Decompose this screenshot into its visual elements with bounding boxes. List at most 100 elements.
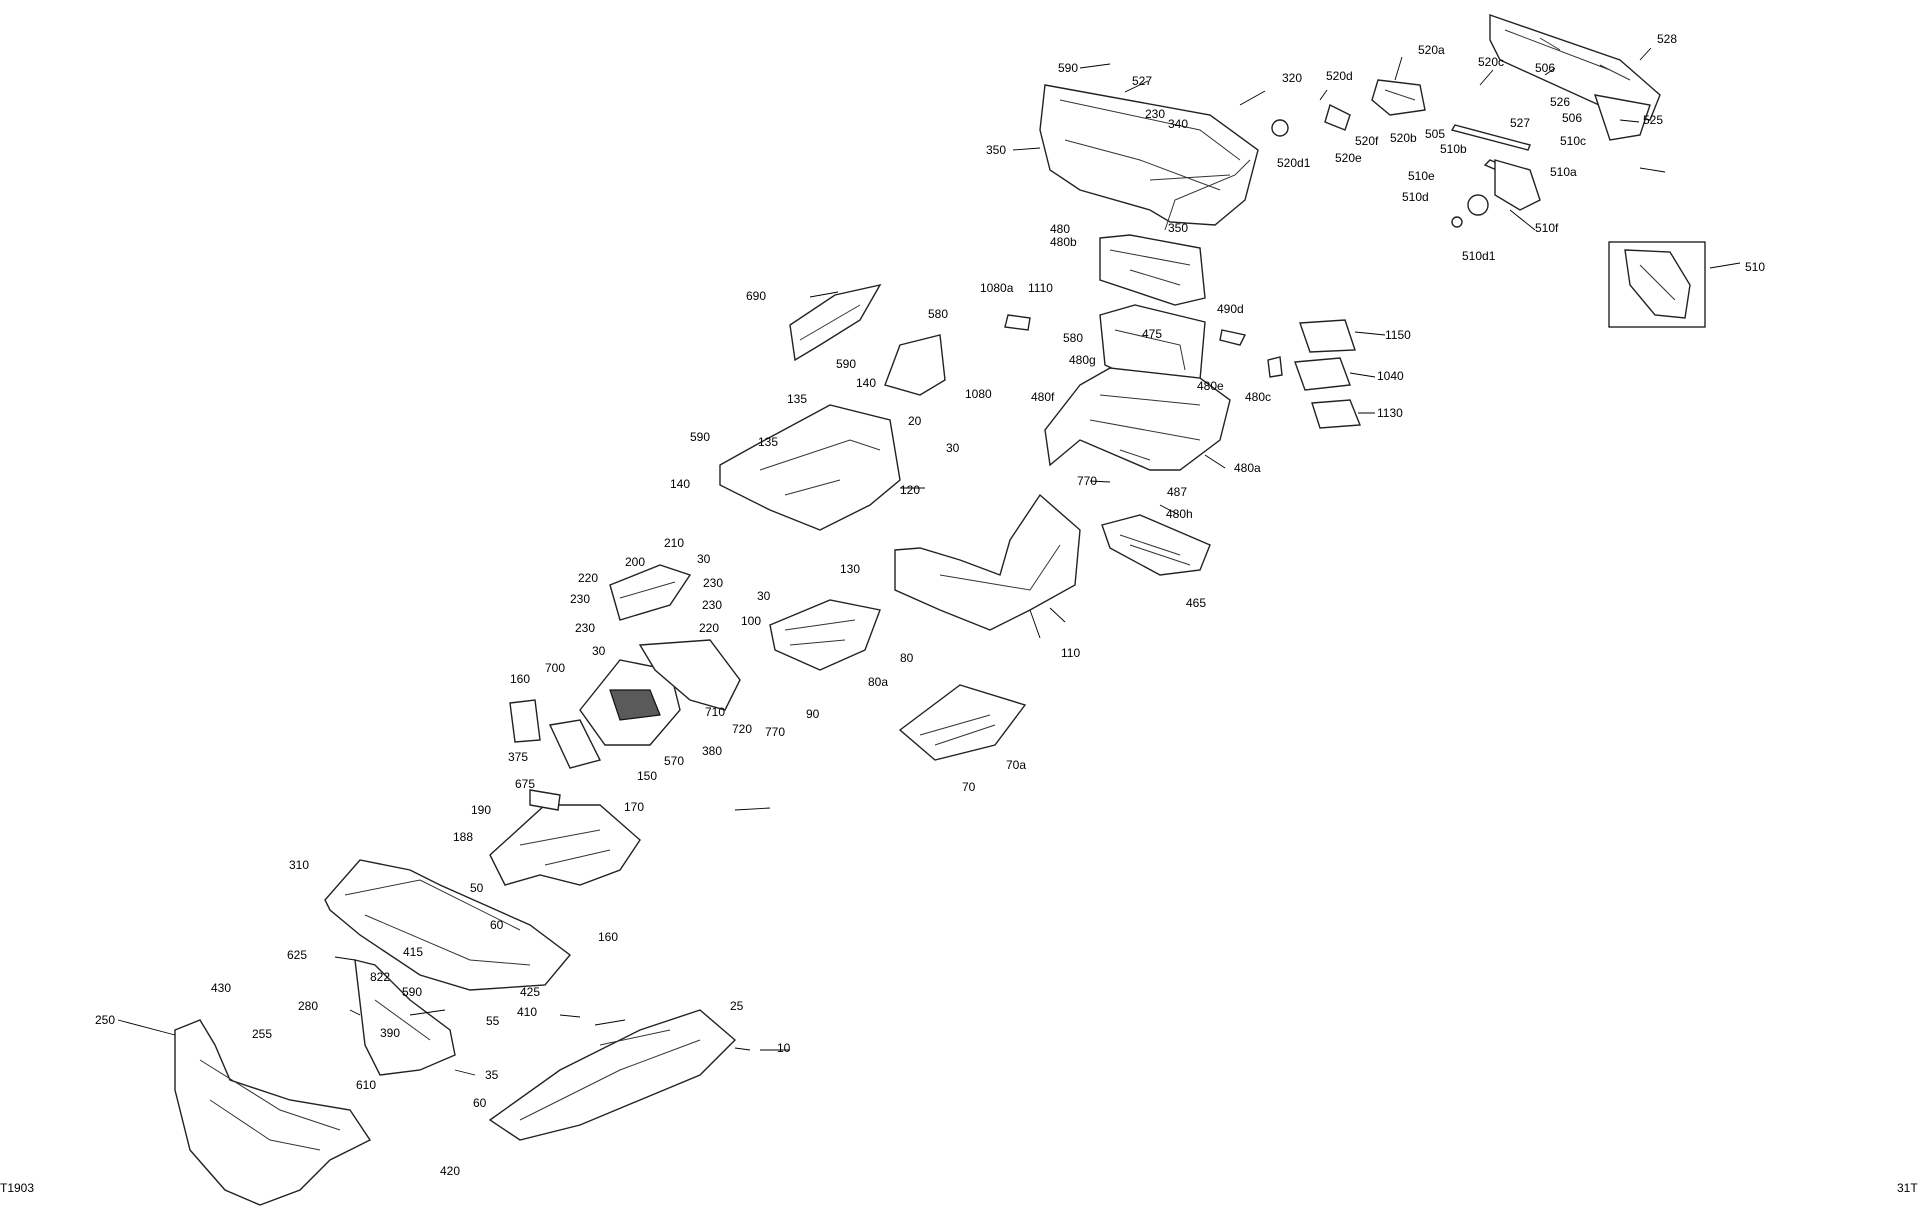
part-rear-light: [1271, 103, 1541, 228]
callout-label: 527: [1510, 116, 1530, 130]
part-console-bracket: [609, 564, 692, 621]
callout-label: 487: [1167, 485, 1187, 499]
callout-label: 130: [840, 562, 860, 576]
part-rear-footrest: [1101, 514, 1211, 576]
corner-code-right: 31T: [1897, 1181, 1918, 1195]
corner-code-left: T1903: [0, 1181, 34, 1195]
callout-label: 80: [900, 651, 914, 665]
callout-label: 55: [486, 1014, 500, 1028]
callout-label: 70: [962, 780, 976, 794]
callout-label: 420: [440, 1164, 460, 1178]
callout-label: 710: [705, 705, 725, 719]
callout-label: 520f: [1355, 134, 1379, 148]
callout-label: 1150: [1385, 328, 1411, 342]
callout-label: 520d1: [1277, 156, 1311, 170]
callout-label: 80a: [868, 675, 888, 689]
part-skid-plate: [488, 1009, 737, 1141]
callout-label: 170: [624, 800, 644, 814]
callout-label: 1080a: [980, 281, 1014, 295]
callout-label: 160: [598, 930, 618, 944]
callout-label: 70a: [1006, 758, 1026, 772]
callout-label: 490d: [1217, 302, 1244, 316]
part-footwell: [894, 493, 1081, 631]
callout-label: 250: [95, 1013, 115, 1027]
callout-label: 525: [1643, 113, 1663, 127]
callout-label: 510f: [1535, 221, 1559, 235]
callout-label: 190: [471, 803, 491, 817]
callout-label: 430: [211, 981, 231, 995]
callout-label: 30: [757, 589, 771, 603]
callout-label: 150: [637, 769, 657, 783]
callout-label: 415: [403, 945, 423, 959]
callout-label: 410: [517, 1005, 537, 1019]
part-front-bumper: [174, 1019, 372, 1206]
callout-label: 210: [664, 536, 684, 550]
callout-label: 110: [1061, 646, 1080, 660]
part-rear-fender: [719, 404, 901, 531]
callout-label: 350: [1168, 221, 1188, 235]
callout-label: 1130: [1377, 406, 1403, 420]
part-rear-storage: [1044, 367, 1231, 471]
callout-label: 20: [908, 414, 922, 428]
callout-label: 465: [1186, 596, 1206, 610]
callout-label: 135: [787, 392, 807, 406]
callout-label: 340: [1168, 117, 1188, 131]
callout-label: 580: [928, 307, 948, 321]
callout-label: 220: [578, 571, 598, 585]
callout-label: 160: [510, 672, 530, 686]
callout-label: 480b: [1050, 235, 1077, 249]
callout-label: 480c: [1245, 390, 1271, 404]
part-rear-fascia: [1489, 14, 1661, 141]
callout-label: 35: [485, 1068, 499, 1082]
part-battery-tray: [769, 599, 881, 671]
callout-label: 50: [470, 881, 484, 895]
callout-label: 90: [806, 707, 820, 721]
callout-label: 230: [702, 598, 722, 612]
part-side-panel: [789, 283, 946, 396]
callout-label: 580: [1063, 331, 1083, 345]
callout-label: 480f: [1031, 390, 1055, 404]
callout-label: 625: [287, 948, 307, 962]
callout-label: 510a: [1550, 165, 1577, 179]
callout-label: 310: [289, 858, 309, 872]
callout-label: 140: [670, 477, 690, 491]
callout-label: 230: [575, 621, 595, 635]
callout-label: 1040: [1377, 369, 1404, 383]
callout-label: 520b: [1390, 131, 1417, 145]
part-inset-lamp: [1608, 241, 1706, 328]
part-hinges: [1004, 314, 1283, 378]
callout-label: 510c: [1560, 134, 1586, 148]
callout-label: 520a: [1418, 43, 1445, 57]
callout-labels: 590 527 320 520d 520a 520c 528 506 526 5…: [95, 32, 1765, 1178]
callout-label: 10: [777, 1041, 791, 1055]
leader-lines: [117, 47, 1741, 1076]
part-front-cover: [579, 639, 741, 746]
callout-label: 675: [515, 777, 535, 791]
callout-label: 526: [1550, 95, 1570, 109]
callout-label: 506: [1535, 61, 1555, 75]
callout-label: 480e: [1197, 379, 1224, 393]
callout-label: 570: [664, 754, 684, 768]
callout-label: 505: [1425, 127, 1445, 141]
callout-label: 30: [592, 644, 606, 658]
callout-label: 390: [380, 1026, 400, 1040]
callout-label: 506: [1562, 111, 1582, 125]
part-rear-rack: [1039, 84, 1259, 231]
part-mats: [1294, 319, 1362, 429]
callout-label: 230: [1145, 107, 1165, 121]
callout-label: 100: [741, 614, 761, 628]
callout-label: 230: [703, 576, 723, 590]
part-front-footrest: [898, 684, 1027, 761]
callout-label: 255: [252, 1027, 272, 1041]
callout-label: 520e: [1335, 151, 1362, 165]
callout-label: 510b: [1440, 142, 1467, 156]
callout-label: 510d: [1402, 190, 1429, 204]
callout-label: 140: [856, 376, 876, 390]
part-bumper-bracket: [354, 959, 456, 1076]
callout-label: 510e: [1408, 169, 1435, 183]
callout-label: 720: [732, 722, 752, 736]
callout-label: 320: [1282, 71, 1302, 85]
callout-label: 480g: [1069, 353, 1096, 367]
part-front-fender: [489, 789, 641, 886]
callout-label: 25: [730, 999, 744, 1013]
